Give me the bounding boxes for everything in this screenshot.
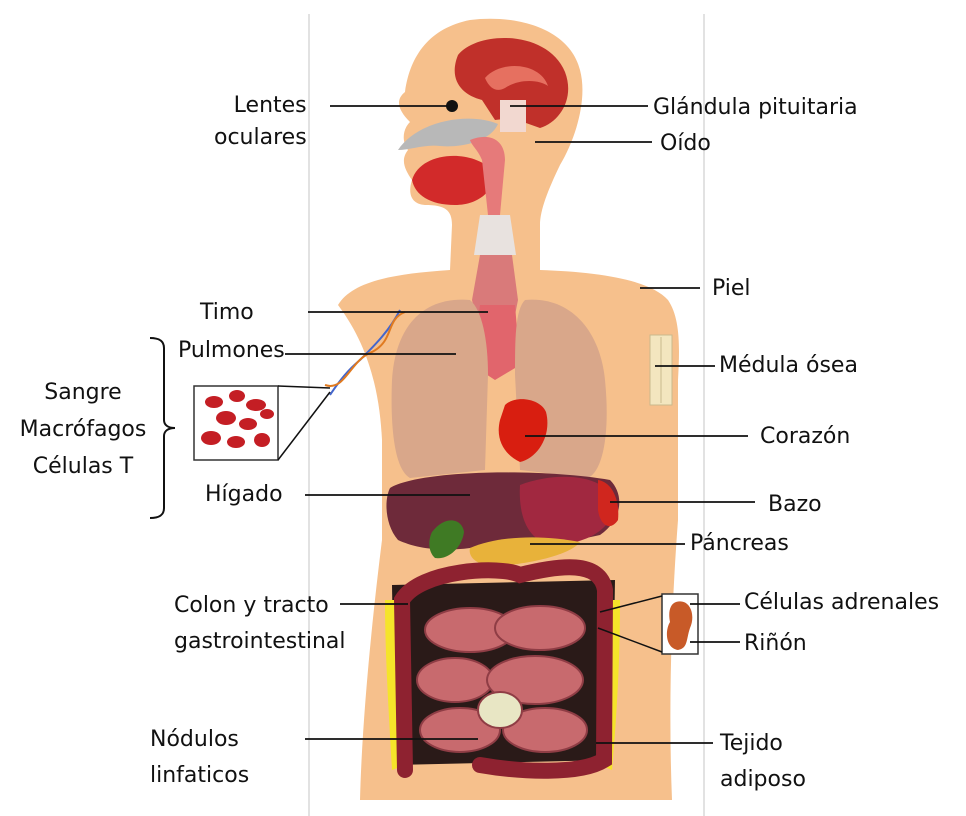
pituitary-gland — [500, 100, 526, 132]
label-corazon: Corazón — [760, 422, 850, 451]
label-sangre-group: Sangre Macrófagos Células T — [8, 374, 158, 485]
label-medula-osea: Médula ósea — [719, 351, 858, 380]
label-timo: Timo — [200, 298, 254, 327]
label-piel: Piel — [712, 274, 751, 303]
label-rinon: Riñón — [744, 629, 807, 658]
label-oido: Oído — [660, 129, 711, 158]
label-nodulos-linfaticos: Nódulos linfaticos — [150, 722, 249, 794]
label-bazo: Bazo — [768, 490, 822, 519]
label-colon: Colon y tracto gastrointestinal — [174, 588, 346, 660]
label-tejido-adiposo: Tejido adiposo — [720, 726, 806, 798]
label-pancreas: Páncreas — [690, 529, 789, 558]
label-celulas-adrenales: Células adrenales — [744, 588, 939, 617]
label-pulmones: Pulmones — [178, 336, 285, 365]
label-lentes-oculares: Lentes oculares — [214, 90, 307, 154]
larynx — [474, 215, 516, 255]
label-glandula-pituitaria: Glándula pituitaria — [653, 93, 858, 122]
label-higado: Hígado — [205, 480, 283, 509]
